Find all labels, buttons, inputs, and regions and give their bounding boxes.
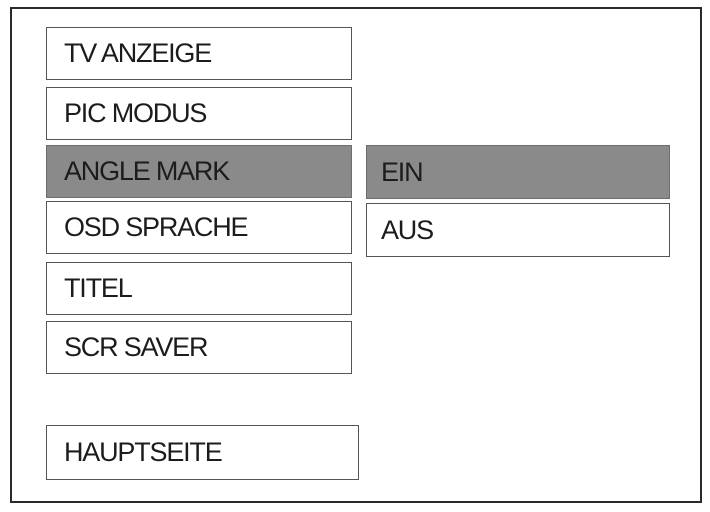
submenu-option-aus[interactable]: AUS [366,203,670,257]
menu-item-titel[interactable]: TITEL [46,262,352,315]
menu-item-tv-anzeige[interactable]: TV ANZEIGE [46,27,352,80]
home-button[interactable]: HAUPTSEITE [46,425,359,480]
submenu-option-ein[interactable]: EIN [366,145,670,199]
menu-item-scr-saver[interactable]: SCR SAVER [46,321,352,374]
menu-item-pic-modus[interactable]: PIC MODUS [46,87,352,140]
menu-item-angle-mark[interactable]: ANGLE MARK [46,145,352,198]
menu-item-osd-sprache[interactable]: OSD SPRACHE [46,201,352,254]
